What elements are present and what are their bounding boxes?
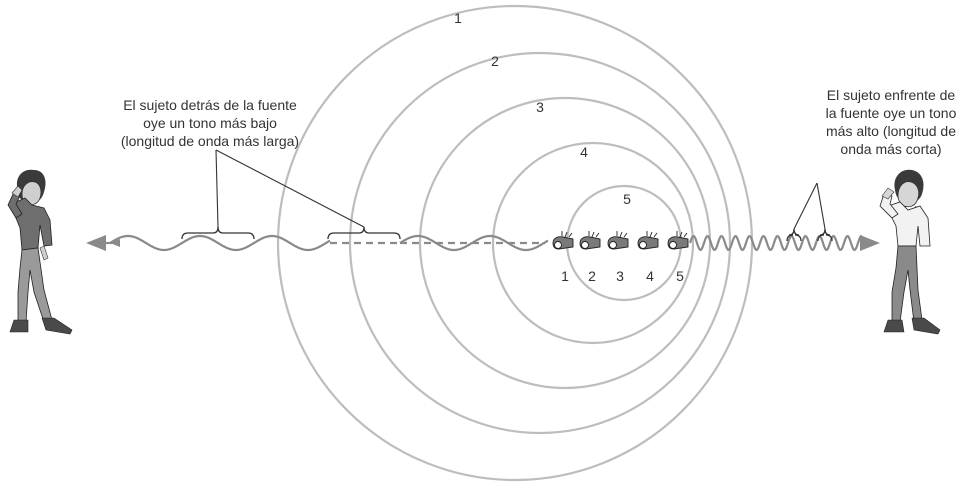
caption-line: la fuente oye un tono (825, 105, 957, 121)
whistle-icon (579, 230, 601, 250)
long-wave (399, 234, 549, 252)
pointer-line (215, 149, 365, 228)
left-arrowhead (110, 239, 120, 247)
source-positions: 1 2 3 4 5 (552, 230, 689, 284)
sound-waves (86, 234, 880, 252)
source-position-label: 3 (616, 268, 624, 284)
pointer-line (816, 182, 826, 230)
caption-line: El sujeto detrás de la fuente (123, 97, 297, 113)
whistle-icon (667, 230, 689, 250)
caption-behind-source: El sujeto detrás de la fuente oye un ton… (95, 96, 325, 150)
whistle-icon (637, 230, 659, 250)
wavelength-bracket (817, 228, 833, 242)
source-position-label: 5 (676, 268, 684, 284)
wavefront-label: 3 (536, 99, 544, 115)
whistle-icon (552, 230, 574, 250)
source-position-label: 4 (646, 268, 654, 284)
pointer-line (793, 182, 818, 230)
caption-line: onda más corta) (840, 141, 942, 157)
caption-line: más alto (longitud de (826, 123, 956, 139)
long-wave (109, 234, 331, 252)
right-listener-icon (879, 169, 941, 335)
right-arrowhead (860, 235, 880, 251)
source-position-label: 2 (588, 268, 596, 284)
left-arrowhead (86, 235, 106, 251)
short-wave (688, 235, 862, 251)
wavelength-bracket (327, 226, 401, 240)
wavefront-label: 1 (454, 10, 462, 26)
wavefront-circle (348, 51, 732, 435)
caption-line: oye un tono más bajo (143, 115, 277, 131)
wavefront-circles: 1 2 3 4 5 (276, 4, 754, 482)
source-position-label: 1 (561, 268, 569, 284)
wavefront-label: 4 (580, 144, 588, 160)
pointer-line (215, 149, 219, 228)
wavefront-label: 2 (491, 53, 499, 69)
caption-in-front-of-source: El sujeto enfrente de la fuente oye un t… (806, 86, 967, 158)
wavefront-circle (491, 141, 695, 345)
caption-line: El sujeto enfrente de (826, 87, 956, 103)
wavefront-label: 5 (623, 191, 631, 207)
whistle-icon (607, 230, 629, 250)
caption-line: (longitud de onda más larga) (120, 133, 300, 149)
left-listener-icon (7, 169, 73, 335)
wavelength-brackets (181, 149, 833, 242)
